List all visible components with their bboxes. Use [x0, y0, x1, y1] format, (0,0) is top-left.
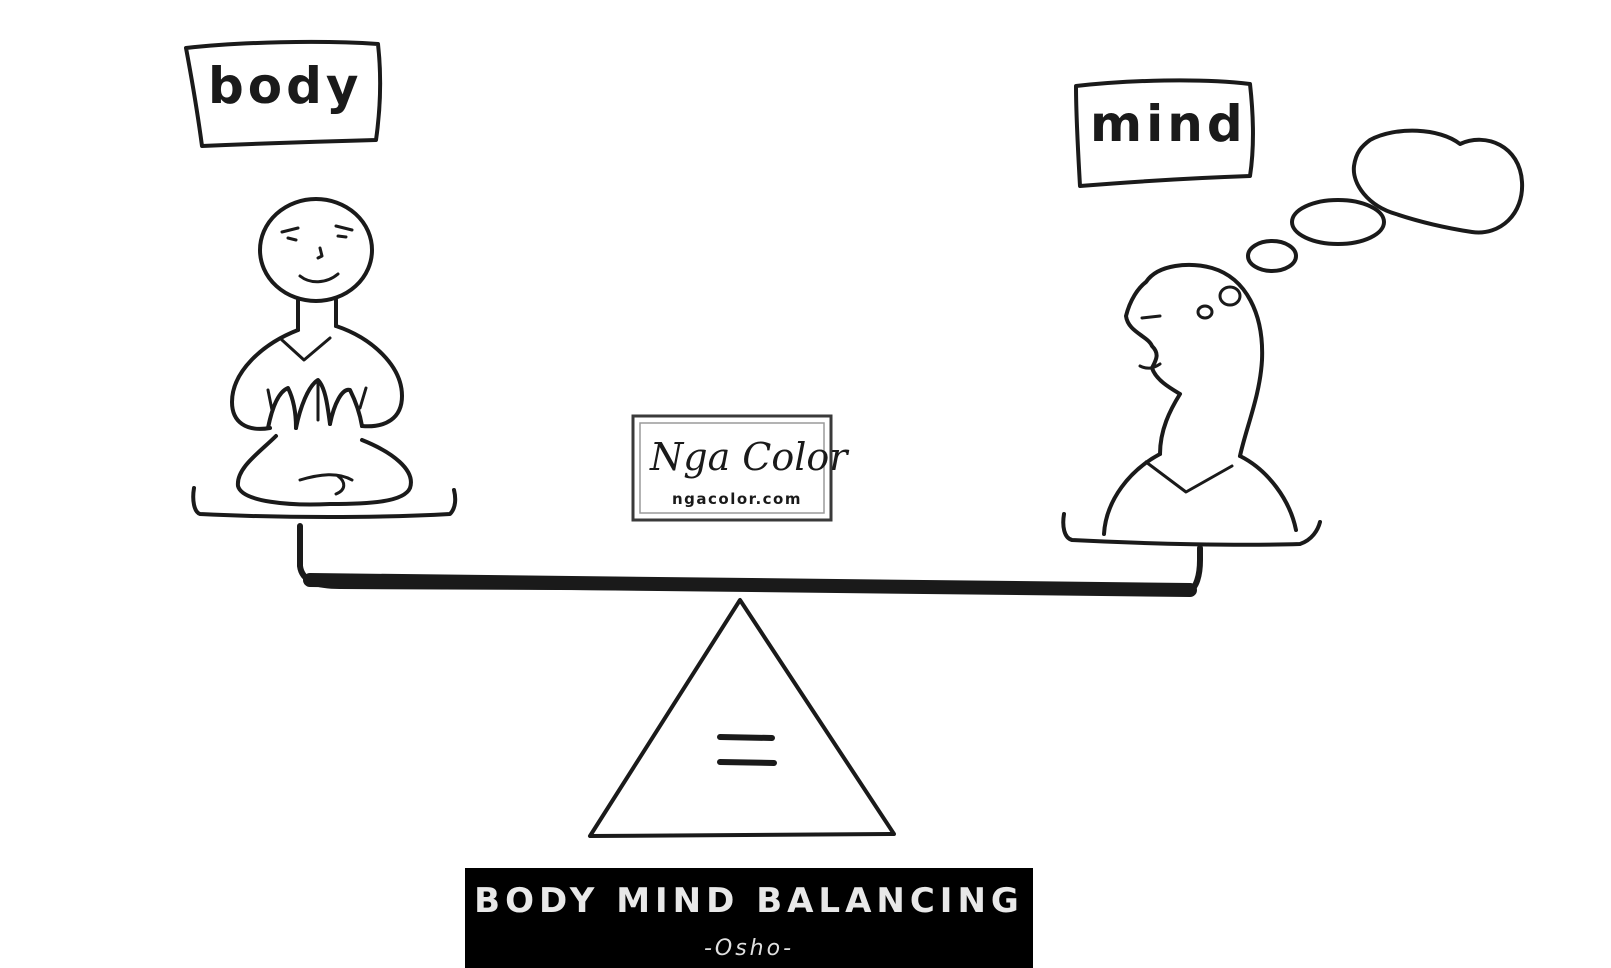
mind-label-box: mind [1074, 78, 1255, 188]
body-pan [191, 486, 458, 519]
body-label-box: body [184, 39, 383, 148]
fulcrum: = [588, 598, 896, 838]
caption-subtitle: -Osho- [704, 936, 794, 961]
caption-title: BODY MIND BALANCING [474, 881, 1024, 921]
watermark-logo: Nga Color [649, 435, 850, 479]
mind-label: mind [1090, 95, 1247, 153]
body-label: body [208, 57, 363, 115]
thinking-figure [1102, 262, 1298, 536]
balance-beam [297, 523, 1203, 597]
mind-pan [1061, 512, 1322, 547]
caption-bar: BODY MIND BALANCING -Osho- [465, 868, 1033, 968]
watermark: Nga Color ngacolor.com [631, 414, 850, 522]
meditating-figure [230, 197, 413, 507]
thought-bubbles [1246, 128, 1525, 273]
watermark-url: ngacolor.com [672, 490, 802, 508]
